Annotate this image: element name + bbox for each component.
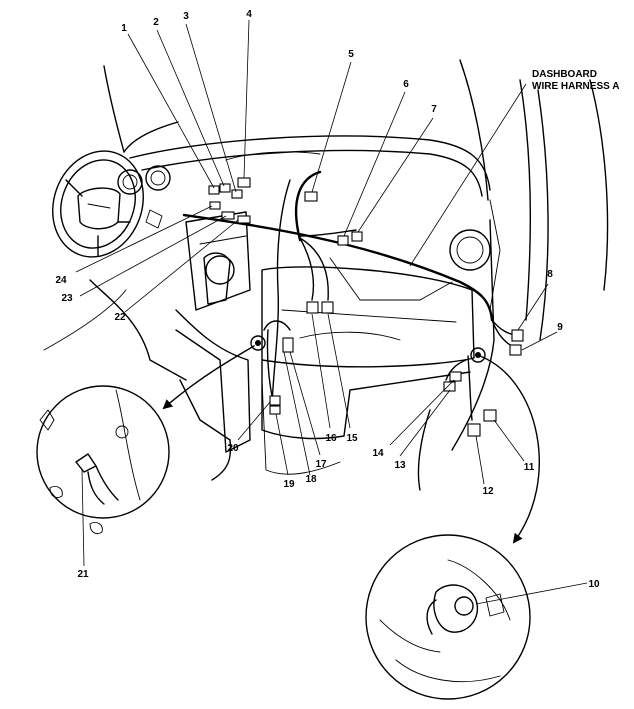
callouts: 1 2 3 4 5 6 7 8 9 10 11 12 13 14 15 16 1… [55,9,600,590]
callout-16: 16 [325,433,337,444]
leader-lines [75,19,588,605]
callout-5: 5 [348,49,354,60]
callout-18: 18 [305,474,317,485]
callout-7: 7 [431,104,437,115]
harness-title-line-2: WIRE HARNESS A [532,81,619,92]
callout-2: 2 [153,17,159,28]
callout-13: 13 [394,460,406,471]
callout-23: 23 [61,293,73,304]
callout-17: 17 [315,459,327,470]
callout-21: 21 [77,569,89,580]
callout-22: 22 [114,312,126,323]
callout-1: 1 [121,23,127,34]
callout-9: 9 [557,322,563,333]
callout-15: 15 [346,433,358,444]
callout-3: 3 [183,11,189,22]
callout-14: 14 [372,448,384,459]
detail-arrow-right [479,355,540,544]
callout-8: 8 [547,269,553,280]
callout-24: 24 [55,275,67,286]
callout-10: 10 [588,579,600,590]
detail-inset-left [36,385,170,535]
detail-inset-right [365,534,531,700]
callout-20: 20 [227,443,239,454]
dashboard-line-art [43,59,609,491]
callout-6: 6 [403,79,409,90]
connectors [208,177,524,437]
callout-4: 4 [246,9,252,20]
callout-11: 11 [524,462,535,473]
callout-12: 12 [482,486,494,497]
callout-19: 19 [283,479,295,490]
detail-arrow-left [162,345,255,410]
harness-title-line-1: DASHBOARD [532,69,597,80]
